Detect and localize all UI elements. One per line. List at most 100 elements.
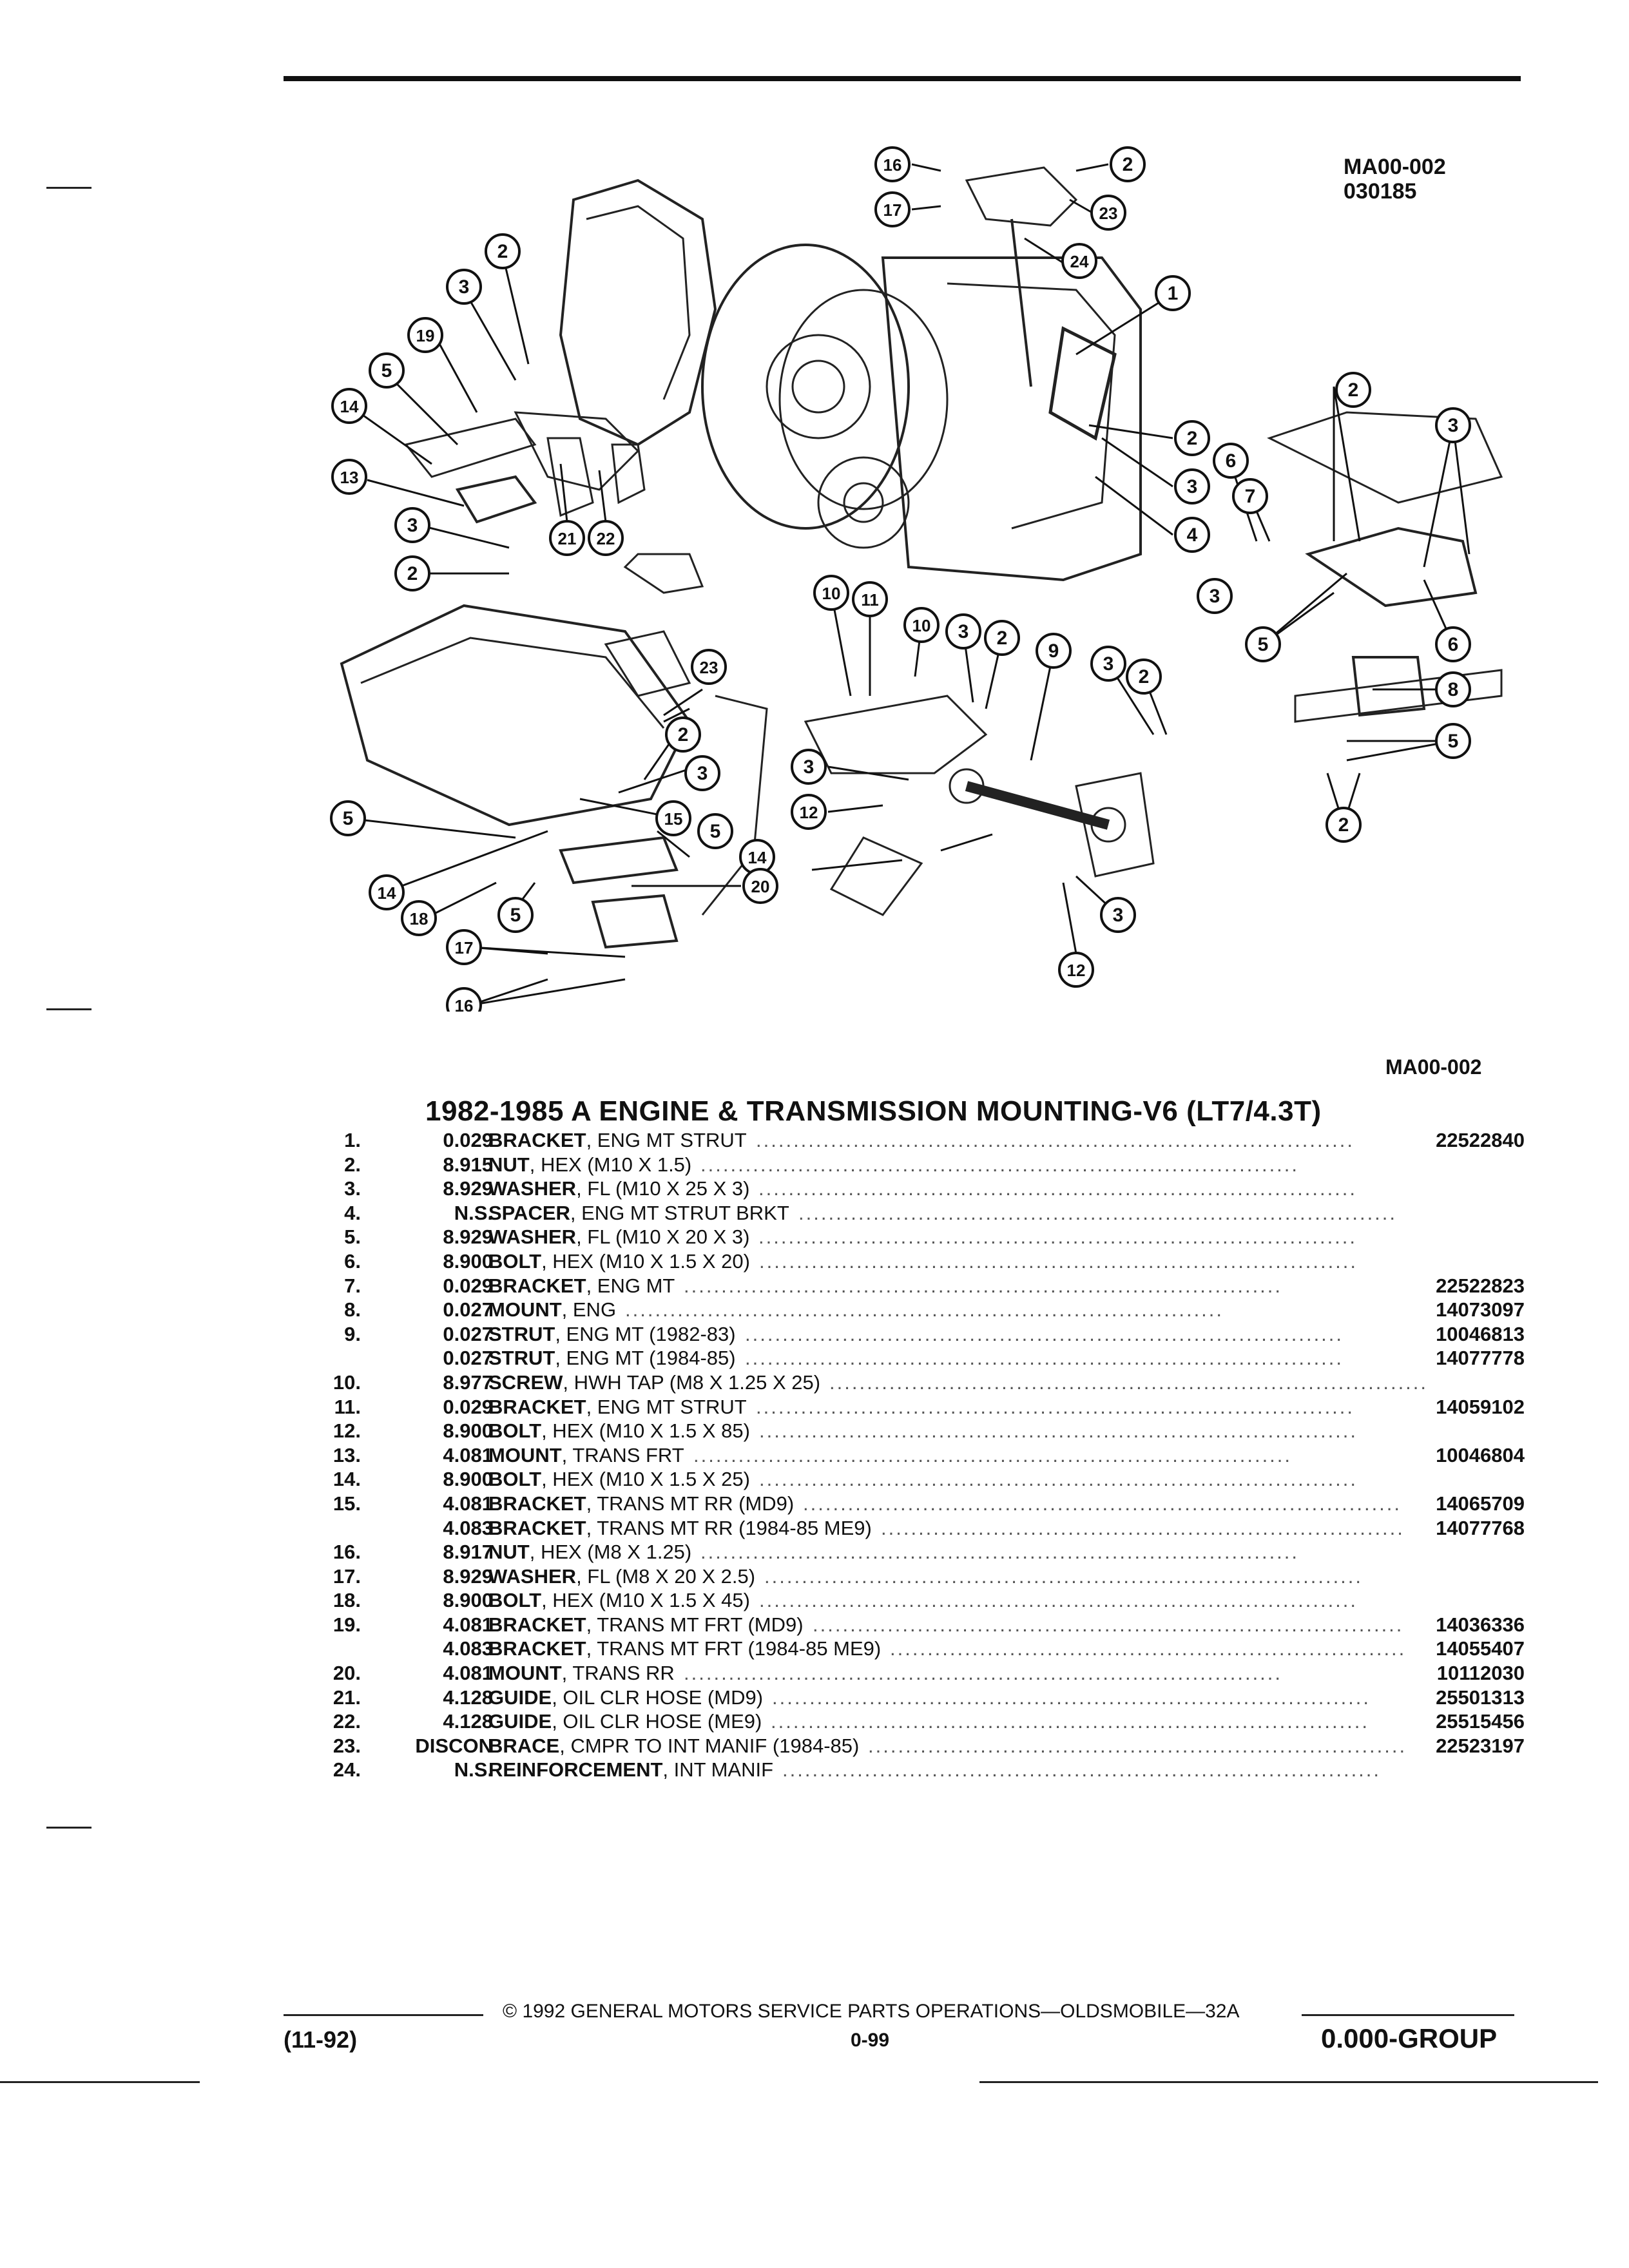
item-number: 18. xyxy=(333,1589,361,1612)
part-name: MOUNT xyxy=(488,1443,562,1466)
callout-3: 3 xyxy=(394,507,430,543)
callout-number: 5 xyxy=(510,905,521,926)
callout-2: 2 xyxy=(1126,658,1162,695)
part-name: BOLT xyxy=(488,1589,542,1612)
callout-number: 9 xyxy=(1048,640,1059,662)
callout-2: 2 xyxy=(1335,372,1371,408)
callout-number: 7 xyxy=(1245,486,1256,507)
dot-leader: ........................................… xyxy=(868,1734,1467,1757)
margin-mark xyxy=(46,1008,92,1010)
part-name: BRACKET xyxy=(488,1637,586,1660)
callout-circle xyxy=(813,575,849,611)
part-spec: , OIL CLR HOSE (ME9) xyxy=(552,1710,762,1733)
part-spec: , INT MANIF xyxy=(662,1758,774,1782)
callout-3: 3 xyxy=(945,613,981,649)
level-code: 8.929 xyxy=(443,1564,493,1588)
callout-3: 3 xyxy=(791,749,827,785)
part-spec: , HEX (M10 X 1.5 X 25) xyxy=(541,1468,750,1491)
callout-11: 11 xyxy=(852,581,888,617)
level-code: 8.977 xyxy=(443,1370,493,1394)
callout-circle xyxy=(697,813,733,849)
item-number: 7. xyxy=(344,1274,361,1297)
part-name: MOUNT xyxy=(488,1662,562,1685)
callout-number: 12 xyxy=(1067,961,1086,980)
part-description: BRACKET, TRANS MT FRT (MD9) xyxy=(488,1613,804,1637)
callout-2: 2 xyxy=(394,555,430,591)
part-spec: , TRANS MT RR (1984-85 ME9) xyxy=(586,1516,872,1539)
part-description: NUT, HEX (M10 X 1.5) xyxy=(488,1153,691,1177)
item-number: 11. xyxy=(334,1395,361,1418)
illustration-date-code: 030185 xyxy=(1344,179,1417,204)
callout-5: 5 xyxy=(369,352,405,389)
callout-4: 4 xyxy=(1174,517,1210,553)
part-number: 14077768 xyxy=(1403,1516,1525,1540)
item-number: 16. xyxy=(333,1541,361,1564)
dot-leader: ........................................… xyxy=(700,1153,1300,1176)
callout-number: 3 xyxy=(407,515,418,536)
dot-leader: ........................................… xyxy=(759,1468,1358,1491)
level-code: 4.083 xyxy=(443,1637,493,1660)
callout-circle xyxy=(1435,407,1471,443)
callout-5: 5 xyxy=(1245,626,1281,662)
callout-number: 3 xyxy=(1187,476,1198,497)
dot-leader: ........................................… xyxy=(758,1225,1358,1249)
callout-6: 6 xyxy=(1213,443,1249,479)
part-number: 10046813 xyxy=(1403,1322,1525,1346)
callout-circle xyxy=(1435,671,1471,707)
item-number: 17. xyxy=(333,1564,361,1588)
part-spec: , ENG MT STRUT xyxy=(586,1395,747,1418)
callout-number: 5 xyxy=(381,360,392,381)
callout-circle xyxy=(1174,420,1210,456)
callout-12: 12 xyxy=(791,794,827,830)
part-name: SCREW xyxy=(488,1370,563,1394)
part-spec: , CMPR TO INT MANIF (1984-85) xyxy=(559,1734,860,1757)
callout-number: 5 xyxy=(1258,634,1269,655)
dot-leader: ........................................… xyxy=(745,1322,1344,1345)
part-description: SPACER, ENG MT STRUT BRKT xyxy=(488,1202,789,1225)
callout-number: 14 xyxy=(748,848,767,867)
footer-rule-left xyxy=(284,2014,483,2016)
part-name: NUT xyxy=(488,1153,530,1176)
callout-number: 21 xyxy=(558,529,577,548)
part-description: BOLT, HEX (M10 X 1.5 X 20) xyxy=(488,1250,750,1273)
part-number: 10046804 xyxy=(1403,1443,1525,1467)
callout-5: 5 xyxy=(330,800,366,836)
part-description: BOLT, HEX (M10 X 1.5 X 25) xyxy=(488,1468,750,1491)
dot-leader: ........................................… xyxy=(745,1347,1344,1370)
part-spec: , ENG MT xyxy=(586,1274,675,1297)
part-name: WASHER xyxy=(488,1225,577,1249)
callout-circle xyxy=(1245,626,1281,662)
callout-circle xyxy=(1126,658,1162,695)
callout-number: 2 xyxy=(1139,666,1150,687)
dot-leader: ........................................… xyxy=(782,1758,1382,1782)
part-description: WASHER, FL (M8 X 20 X 2.5) xyxy=(488,1565,755,1588)
callout-circle xyxy=(1325,807,1362,843)
callout-circle xyxy=(331,459,367,495)
callout-circle xyxy=(1213,443,1249,479)
callout-circle xyxy=(1232,478,1268,514)
part-name: BOLT xyxy=(488,1249,542,1273)
part-name: MOUNT xyxy=(488,1298,562,1321)
callout-10: 10 xyxy=(813,575,849,611)
callout-10: 10 xyxy=(903,607,940,643)
item-number: 13. xyxy=(333,1443,361,1466)
callout-number: 16 xyxy=(455,996,474,1012)
level-code: 4.081 xyxy=(443,1662,493,1685)
callout-number: 2 xyxy=(1123,154,1133,175)
part-name: GUIDE xyxy=(488,1710,552,1733)
item-number: 22. xyxy=(333,1710,361,1733)
part-description: GUIDE, OIL CLR HOSE (MD9) xyxy=(488,1686,763,1709)
callout-number: 8 xyxy=(1448,679,1459,700)
callout-circle xyxy=(588,520,624,556)
part-description: BOLT, HEX (M10 X 1.5 X 85) xyxy=(488,1419,750,1443)
callout-3: 3 xyxy=(1100,897,1136,933)
part-description: BRACKET, ENG MT STRUT xyxy=(488,1396,747,1419)
